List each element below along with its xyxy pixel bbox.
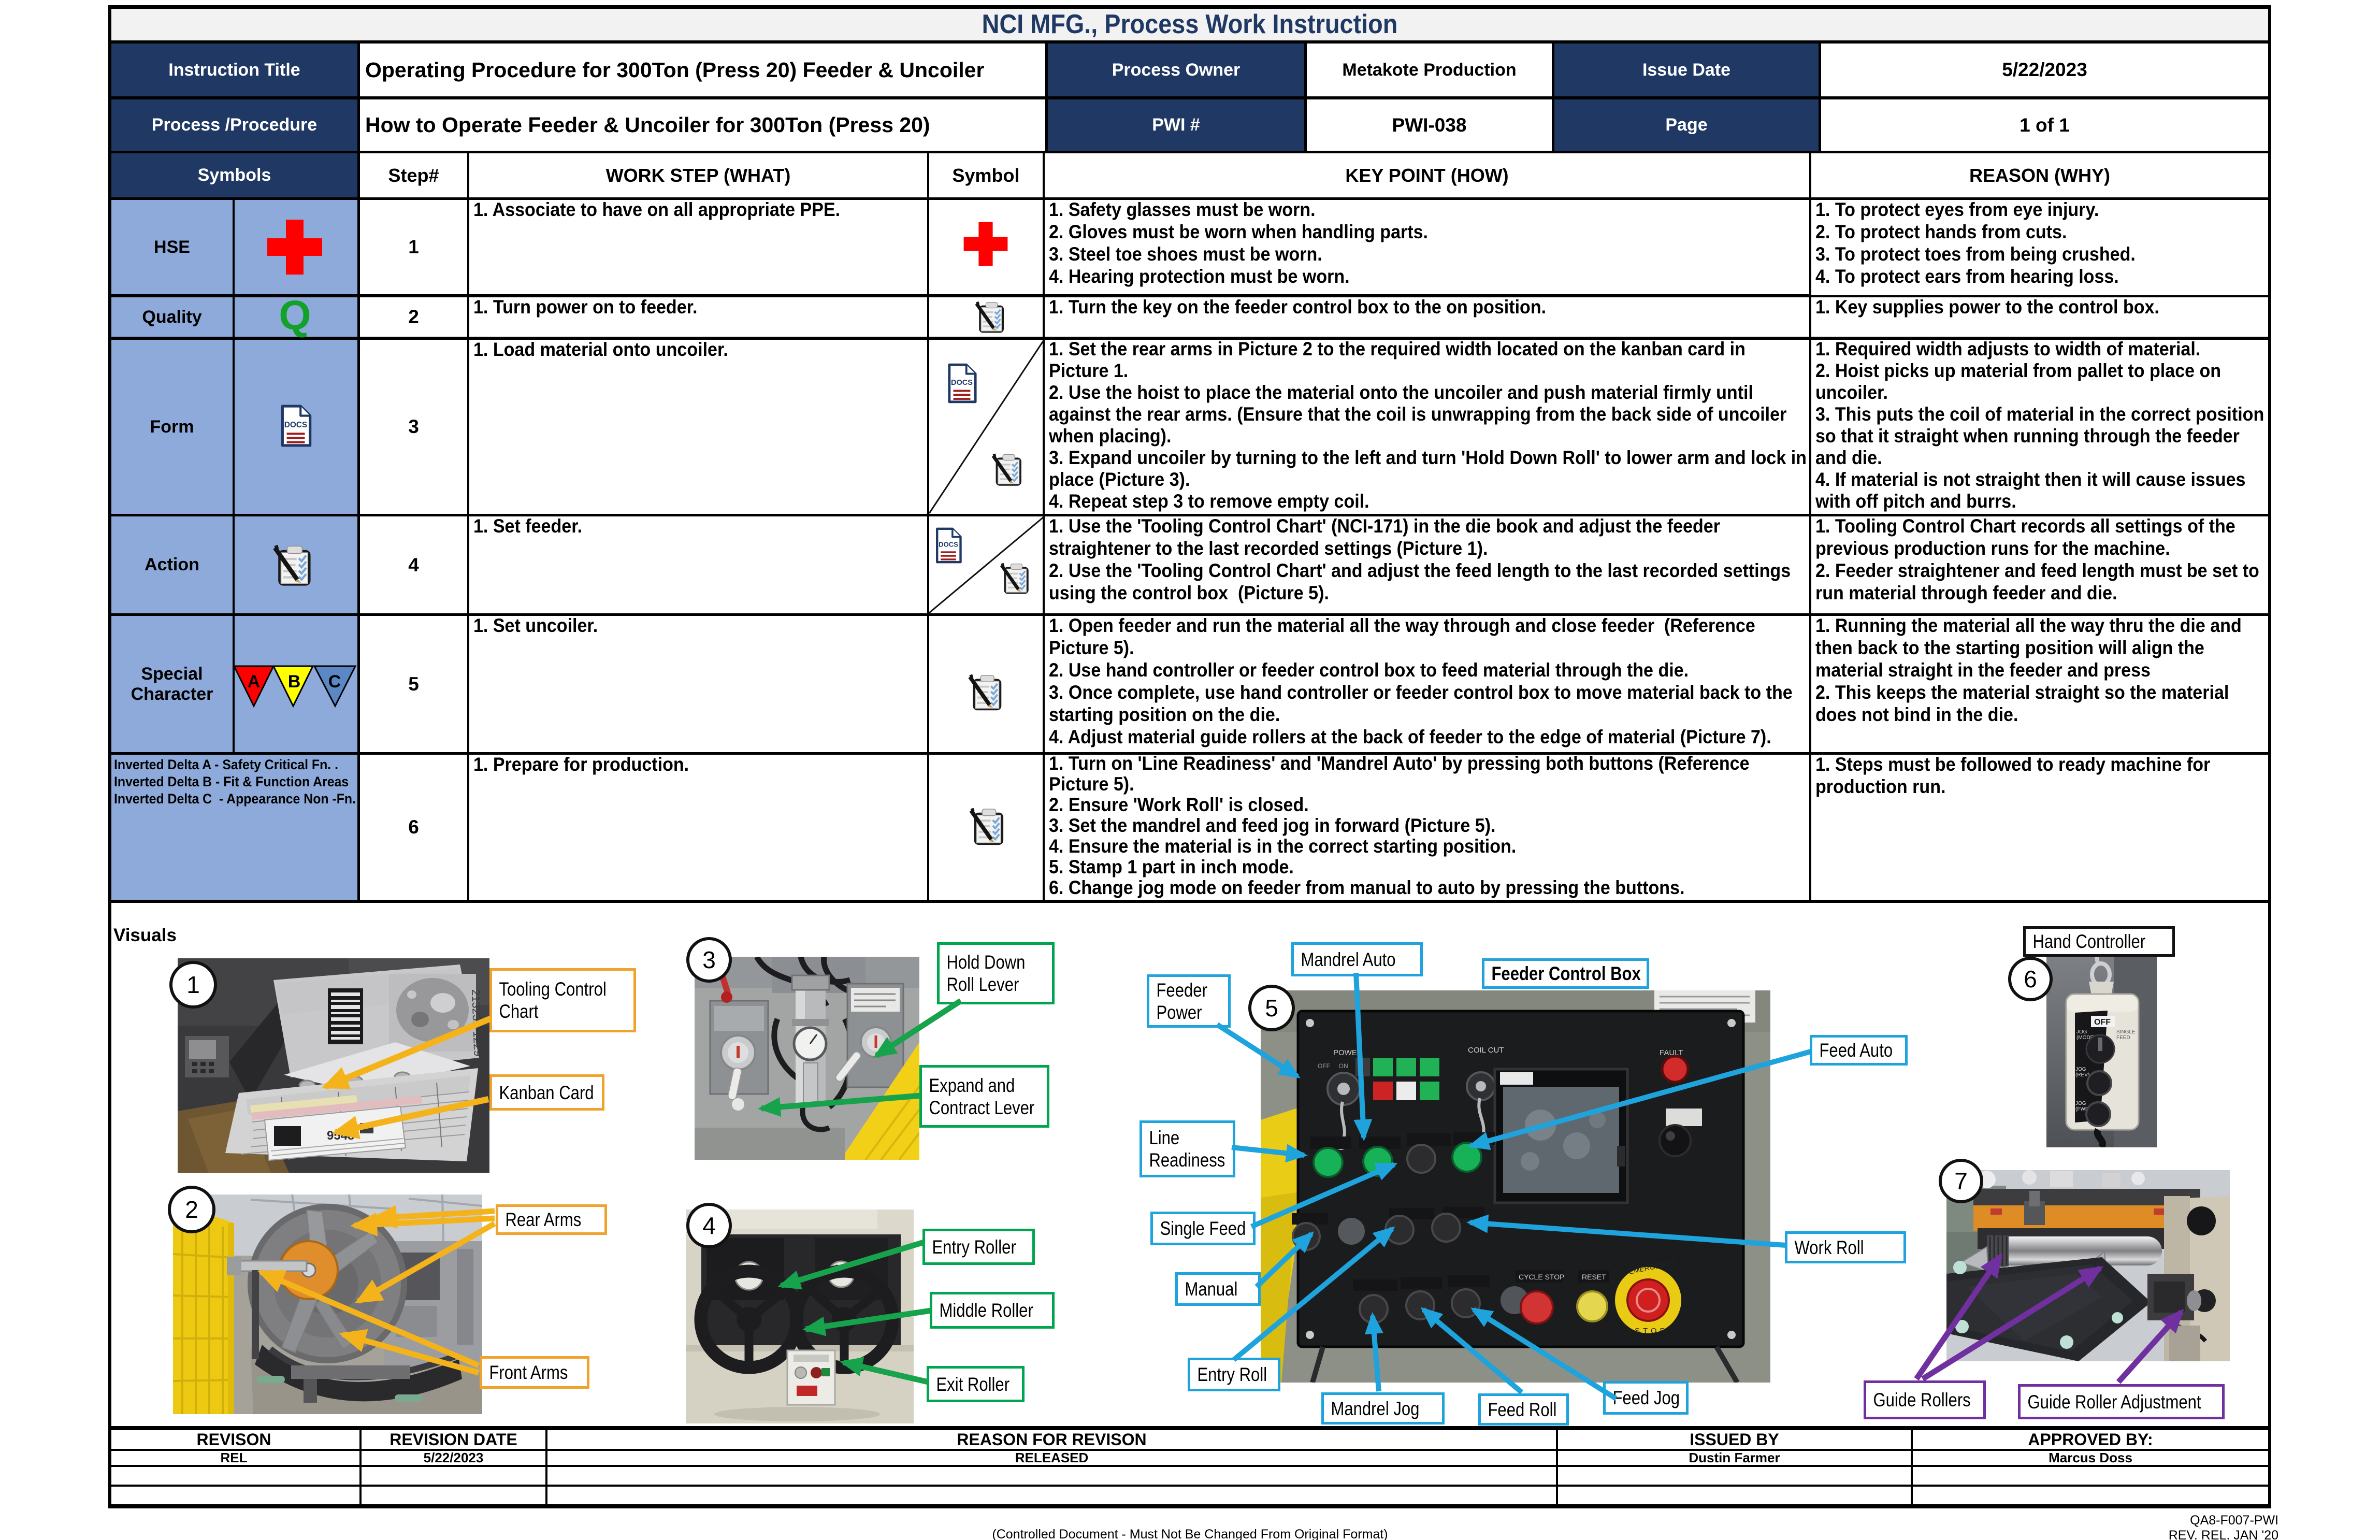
- svg-text:COIL CUT: COIL CUT: [1468, 1046, 1504, 1055]
- svg-text:(REV): (REV): [2075, 1072, 2089, 1078]
- svg-text:FEED: FEED: [2116, 1035, 2130, 1041]
- svg-text:(FWD): (FWD): [2075, 1106, 2090, 1112]
- svg-text:CYCLE STOP: CYCLE STOP: [1519, 1273, 1564, 1281]
- svg-text:JOG: JOG: [2076, 1029, 2087, 1035]
- svg-text:C: C: [328, 672, 341, 692]
- svg-text:OFF: OFF: [2094, 1018, 2111, 1027]
- svg-text:JOG: JOG: [2075, 1067, 2086, 1072]
- svg-text:STOP: STOP: [1635, 1327, 1668, 1335]
- svg-text:POWER: POWER: [1333, 1048, 1363, 1057]
- svg-text:DOCS: DOCS: [951, 379, 973, 387]
- svg-text:DOCS: DOCS: [284, 421, 307, 429]
- svg-text:A: A: [248, 672, 261, 692]
- svg-text:B: B: [288, 672, 301, 692]
- svg-text:OFF ON: OFF ON: [1318, 1062, 1348, 1070]
- svg-text:SINGLE: SINGLE: [2116, 1029, 2136, 1035]
- svg-text:RESET: RESET: [1582, 1273, 1606, 1281]
- svg-text:DOCS: DOCS: [939, 541, 958, 549]
- svg-text:(MODE): (MODE): [2076, 1035, 2096, 1041]
- svg-text:9548: 9548: [327, 1129, 354, 1143]
- svg-text:JOG: JOG: [2075, 1101, 2086, 1106]
